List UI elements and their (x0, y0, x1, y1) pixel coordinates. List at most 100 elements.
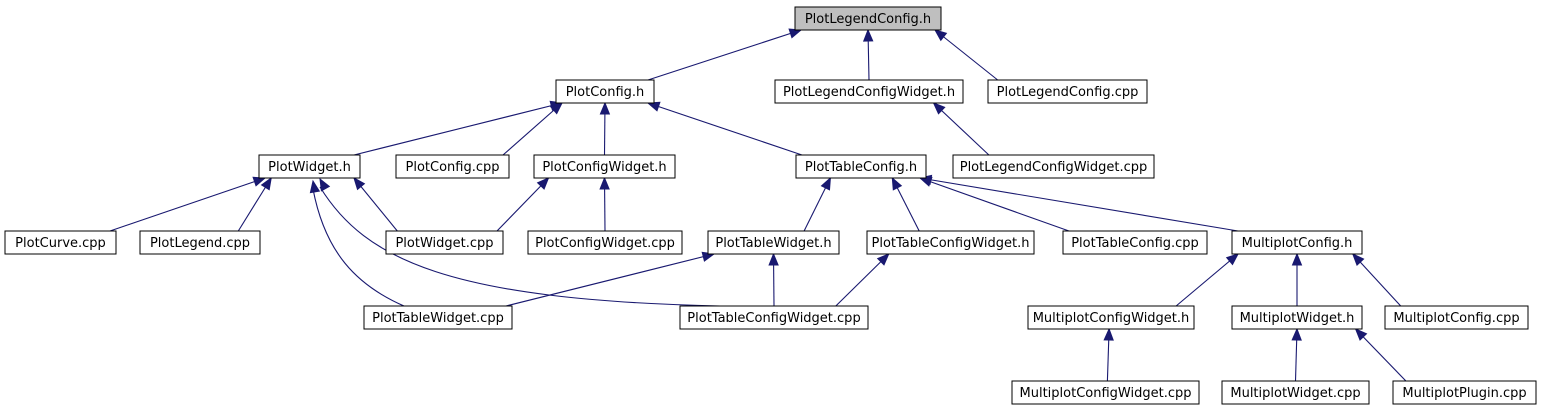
node-box (1062, 230, 1208, 255)
node-label: PlotConfigWidget.cpp (535, 236, 675, 251)
edge-n13-to-n7 (803, 176, 831, 232)
edge-line (319, 186, 721, 307)
edge-n7-to-n1 (646, 101, 803, 156)
node-label: MultiplotConfigWidget.cpp (1020, 386, 1192, 401)
file-node[interactable]: MultiplotPlugin.cpp (1392, 380, 1537, 405)
arrowhead (536, 177, 550, 190)
arrowhead (309, 179, 321, 194)
node-label: PlotTableConfig.h (805, 160, 917, 175)
edge-n18-to-n13 (768, 252, 779, 307)
edge-line (647, 29, 802, 81)
edge-n14-to-n7 (891, 176, 920, 232)
arrowhead (549, 102, 563, 115)
file-node[interactable]: PlotTableConfig.cpp (1062, 230, 1208, 255)
node-box (1384, 305, 1529, 330)
edge-line (1352, 253, 1402, 307)
node-box (1221, 380, 1370, 405)
file-node[interactable]: PlotConfigWidget.cpp (527, 230, 683, 255)
edge-line (934, 29, 999, 81)
arrowhead (1291, 327, 1302, 341)
file-node[interactable]: PlotConfigWidget.h (533, 154, 676, 179)
file-node[interactable]: PlotTableWidget.h (707, 230, 840, 255)
arrowhead (319, 177, 331, 192)
node-box (794, 6, 942, 31)
file-node[interactable]: PlotTableConfigWidget.cpp (679, 305, 869, 330)
file-node[interactable]: PlotCurve.cpp (4, 230, 117, 255)
file-node[interactable]: PlotLegendConfigWidget.h (774, 79, 964, 104)
file-node[interactable]: PlotConfig.h (555, 79, 655, 104)
edge-line (835, 253, 890, 307)
arrowhead (646, 101, 661, 112)
edge-n18-to-n14 (835, 253, 890, 307)
node-box (795, 154, 927, 179)
node-label: MultiplotConfig.h (1242, 236, 1353, 251)
file-node[interactable]: MultiplotConfig.cpp (1384, 305, 1529, 330)
node-label: MultiplotConfigWidget.h (1033, 311, 1190, 326)
arrowhead (353, 176, 366, 191)
file-node[interactable]: MultiplotWidget.cpp (1221, 380, 1370, 405)
arrowhead (768, 252, 779, 266)
edge-n24-to-n20 (1354, 328, 1407, 382)
edge-n23-to-n20 (1291, 327, 1302, 382)
edge-line (496, 177, 549, 232)
edge-n16-to-n7 (918, 174, 1239, 232)
file-node[interactable]: MultiplotWidget.h (1231, 305, 1363, 330)
file-node[interactable]: PlotLegend.cpp (139, 230, 261, 255)
node-box (258, 154, 361, 179)
arrowhead (1225, 253, 1240, 266)
edge-line (1355, 328, 1407, 382)
edge-n20-to-n16 (1291, 252, 1303, 306)
node-box (395, 154, 510, 179)
node-label: PlotTableConfigWidget.cpp (687, 311, 860, 326)
node-label: PlotLegendConfigWidget.h (783, 85, 955, 100)
file-node[interactable]: MultiplotConfig.h (1231, 230, 1363, 255)
edge-n17-to-n13 (505, 251, 716, 307)
edge-line (919, 177, 1070, 232)
node-box (533, 154, 676, 179)
file-node[interactable]: PlotWidget.cpp (385, 230, 504, 255)
node-label: MultiplotWidget.cpp (1230, 386, 1360, 401)
node-box (1011, 380, 1200, 405)
edge-line (353, 102, 563, 156)
node-label: PlotTableConfig.cpp (1071, 236, 1199, 251)
node-label: PlotWidget.h (268, 160, 351, 175)
edge-line (919, 177, 1239, 232)
file-node[interactable]: PlotLegendConfigWidget.cpp (952, 154, 1155, 179)
edge-n11-to-n6 (496, 177, 550, 232)
edge-n6-to-n1 (599, 101, 611, 156)
edge-n2-to-n0 (862, 28, 874, 81)
node-label: PlotLegendConfig.h (805, 12, 931, 27)
arrowhead (876, 253, 890, 266)
node-label: MultiplotConfig.cpp (1393, 311, 1519, 326)
edge-n17-to-n4 (309, 179, 405, 307)
file-node[interactable]: PlotTableWidget.cpp (363, 305, 513, 330)
edge-n12-to-n6 (599, 176, 610, 232)
root-file-node[interactable]: PlotLegendConfig.h (794, 6, 942, 31)
node-box (4, 230, 117, 255)
file-node[interactable]: PlotTableConfig.h (795, 154, 927, 179)
node-box (707, 230, 840, 255)
edge-n3-to-n0 (933, 29, 999, 81)
node-label: MultiplotPlugin.cpp (1402, 386, 1526, 401)
file-node[interactable]: PlotConfig.cpp (395, 154, 510, 179)
node-label: MultiplotWidget.h (1240, 311, 1355, 326)
file-node[interactable]: PlotWidget.h (258, 154, 361, 179)
file-node[interactable]: MultiplotConfigWidget.h (1027, 305, 1195, 330)
node-label: PlotConfigWidget.h (542, 160, 666, 175)
file-node[interactable]: MultiplotConfigWidget.cpp (1011, 380, 1200, 405)
edge-n5-to-n1 (502, 102, 563, 156)
edge-line (109, 177, 266, 232)
node-box (952, 154, 1155, 179)
file-node[interactable]: PlotLegendConfig.cpp (987, 79, 1148, 104)
node-box (527, 230, 683, 255)
node-box (679, 305, 869, 330)
arrowhead (891, 176, 903, 191)
arrowhead (599, 176, 610, 190)
file-node[interactable]: PlotTableConfigWidget.h (866, 230, 1035, 255)
edge-n10-to-n4 (237, 176, 272, 232)
node-box (1231, 305, 1363, 330)
arrowhead (1351, 253, 1365, 266)
arrowhead (1354, 328, 1368, 341)
